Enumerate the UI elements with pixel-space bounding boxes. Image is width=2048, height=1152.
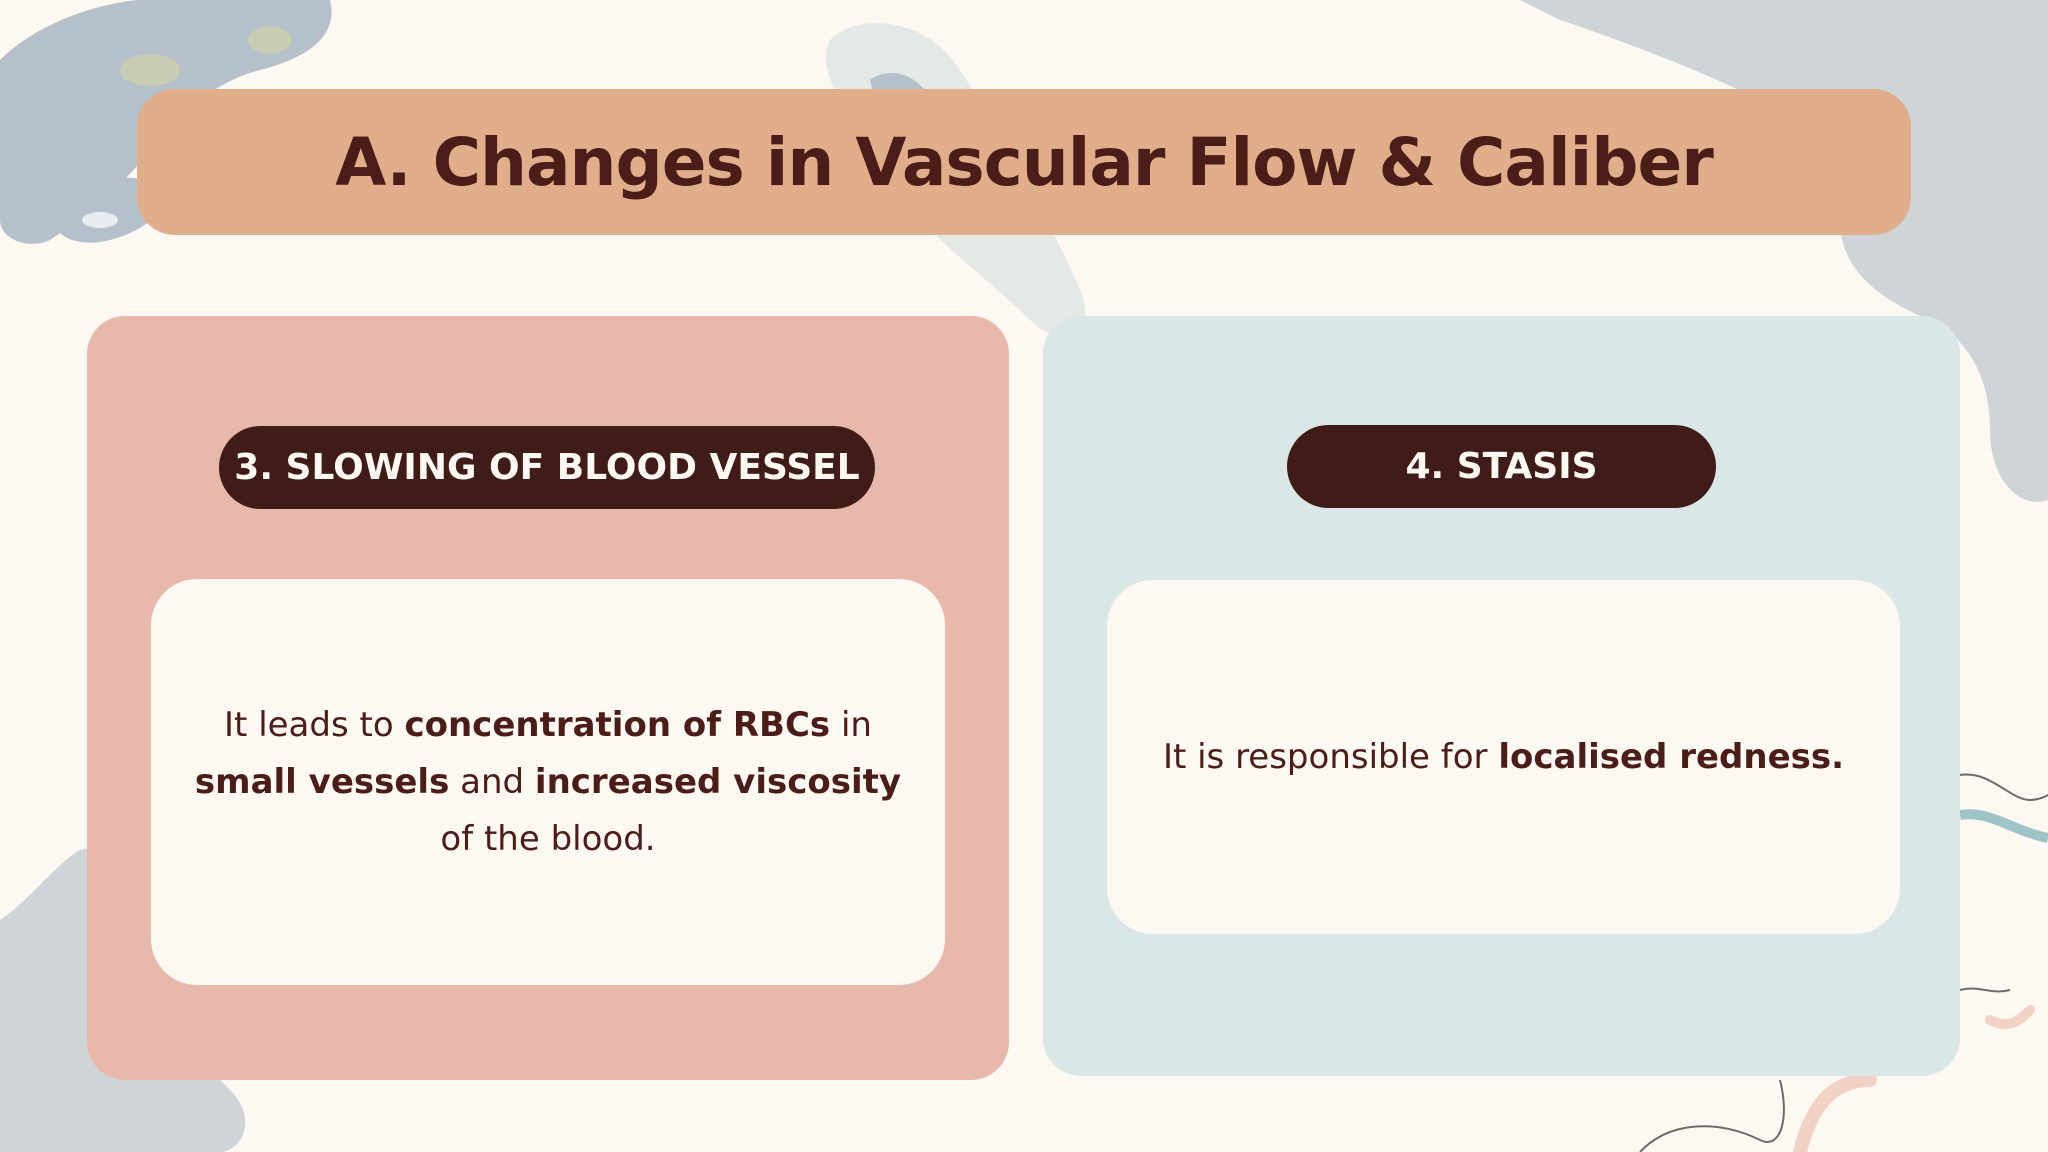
card-body: It is responsible for localised redness. bbox=[1107, 580, 1900, 934]
card-slowing-blood-vessel: 3. SLOWING OF BLOOD VESSEL It leads to c… bbox=[87, 316, 1009, 1080]
card-body-text: It is responsible for localised redness. bbox=[1162, 736, 1845, 777]
card-heading-pill: 3. SLOWING OF BLOOD VESSEL bbox=[219, 426, 875, 509]
wave-line-1 bbox=[1959, 773, 2048, 802]
wave-line-3 bbox=[1639, 1079, 1785, 1152]
card-stasis: 4. STASIS It is responsible for localise… bbox=[1043, 316, 1960, 1076]
blob-top-right bbox=[1520, 0, 2048, 502]
wave-line-2 bbox=[1959, 809, 2048, 843]
card-body: It leads to concentration of RBCs in sma… bbox=[151, 579, 945, 985]
card-heading-pill: 4. STASIS bbox=[1287, 425, 1716, 508]
title-banner: A. Changes in Vascular Flow & Caliber bbox=[137, 89, 1911, 235]
slide-title: A. Changes in Vascular Flow & Caliber bbox=[335, 123, 1714, 201]
card-body-text: It leads to concentration of RBCs in sma… bbox=[194, 704, 902, 859]
wave-line-4 bbox=[1793, 1073, 1877, 1152]
